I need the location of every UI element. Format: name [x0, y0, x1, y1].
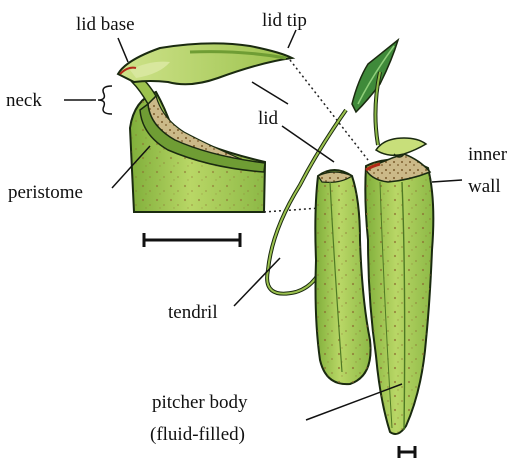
label-lid-tip: lid tip: [262, 10, 307, 31]
scale-bar-icon: [399, 446, 415, 458]
label-tendril: tendril: [168, 302, 218, 323]
scale-bar-icon: [144, 233, 240, 247]
label-neck: neck: [6, 90, 42, 111]
label-inner: inner: [468, 144, 508, 165]
label-peristome: peristome: [8, 182, 83, 203]
label-wall: wall: [468, 176, 501, 197]
main-pitcher-lid: [376, 138, 426, 155]
label-pitcher-body: pitcher body: [152, 392, 248, 413]
label-lid: lid: [258, 108, 279, 129]
whole-plant: [267, 40, 433, 434]
inset-lid: [118, 43, 292, 84]
label-lid-base: lid base: [76, 14, 135, 35]
connector-line-bottom: [264, 208, 320, 212]
label-fluid-filled: (fluid-filled): [150, 424, 245, 445]
